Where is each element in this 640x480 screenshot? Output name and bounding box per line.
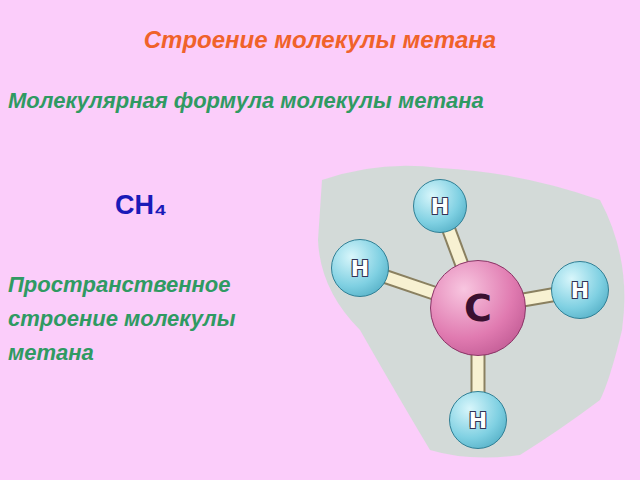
carbon-atom: C xyxy=(430,260,526,356)
hydrogen-atom: H xyxy=(449,391,507,449)
bond-stick xyxy=(478,350,479,397)
atom-symbol: H xyxy=(351,256,369,281)
bond-line xyxy=(473,350,484,397)
molecular-formula: CH₄ xyxy=(115,190,167,221)
bond-stick xyxy=(382,275,438,294)
bond-line xyxy=(382,275,438,294)
structure-caption: Пространственное строение молекулы метан… xyxy=(8,268,288,370)
formula-caption: Молекулярная формула молекулы метана xyxy=(8,84,592,118)
atom-symbol: C xyxy=(464,286,492,330)
atom-symbol: H xyxy=(469,408,487,433)
atom-symbol: H xyxy=(431,194,449,219)
hydrogen-atom: H xyxy=(551,261,609,319)
green-halo xyxy=(318,166,624,458)
bond-line xyxy=(471,350,486,397)
hydrogen-atom: H xyxy=(413,179,467,233)
title: Строение молекулы метана xyxy=(0,26,640,54)
hydrogen-atom: H xyxy=(331,239,389,297)
atom-symbol: H xyxy=(571,278,589,303)
bond-line xyxy=(382,275,438,294)
